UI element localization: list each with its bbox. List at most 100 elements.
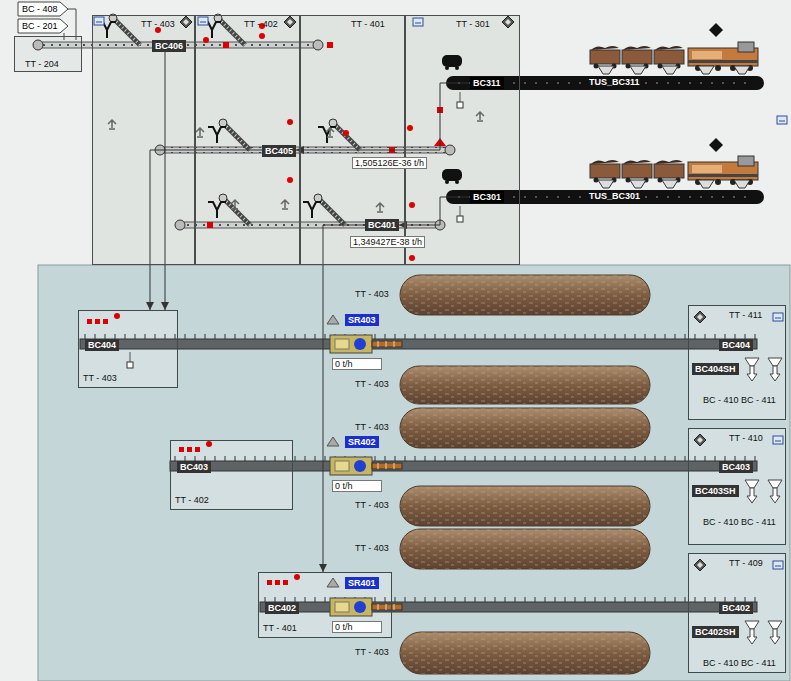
stacker-reclaimer xyxy=(330,335,402,353)
alarm-mark xyxy=(283,580,288,585)
pile-label: TT - 403 xyxy=(355,647,389,657)
belt-tag: BC404 xyxy=(719,339,753,351)
status-icon xyxy=(281,200,289,209)
belt-tag: BC403 xyxy=(719,461,753,473)
stockpile xyxy=(400,408,650,448)
pile-label: TT - 403 xyxy=(355,500,389,510)
discharge-chute xyxy=(768,480,782,503)
status-icon xyxy=(709,23,723,37)
alarm-mark xyxy=(267,580,272,585)
belt-tag: BC403SH xyxy=(692,485,739,497)
stacker-belt xyxy=(170,461,757,471)
status-icon xyxy=(284,16,296,28)
status-icon xyxy=(231,200,239,209)
transfer-line xyxy=(399,197,470,225)
train xyxy=(590,42,758,188)
status-icon xyxy=(376,203,384,212)
train xyxy=(698,180,714,188)
area-panel: TT - 204 xyxy=(14,36,82,72)
belt-tag: BC402 xyxy=(265,602,299,614)
stacker-belt xyxy=(80,334,757,339)
discharge-chute xyxy=(768,621,782,644)
yard-panel xyxy=(38,265,790,681)
stockpile xyxy=(400,632,650,674)
stacker-reclaimer xyxy=(327,578,339,587)
area-label: TT - 204 xyxy=(25,59,59,69)
status-icon xyxy=(457,92,463,108)
flow-value: 0 t/h xyxy=(332,358,382,370)
alarm-mark xyxy=(206,441,212,447)
status-icon xyxy=(326,128,334,137)
stockpile xyxy=(400,529,650,569)
heavy-belt xyxy=(446,76,764,204)
stockpile xyxy=(400,366,650,404)
alarm-mark xyxy=(275,580,280,585)
tripper-car xyxy=(318,119,360,150)
reclaimer-tag: SR403 xyxy=(345,314,379,326)
train xyxy=(622,160,652,183)
stockpile xyxy=(400,275,650,315)
status-icon xyxy=(180,16,192,28)
train xyxy=(630,180,646,188)
train-tag: TUS_BC301 xyxy=(586,190,643,202)
area-ground xyxy=(14,36,82,72)
transfer-box: TT - 411BC404BC404SHBC - 410BC - 411 xyxy=(688,305,786,420)
train xyxy=(662,66,678,74)
stockpile xyxy=(400,486,650,526)
status-icon xyxy=(502,16,514,28)
transfer-line xyxy=(296,83,470,150)
status-icon xyxy=(457,206,463,222)
status-icon xyxy=(773,436,783,444)
belt-tag-text: BC406 xyxy=(155,41,183,51)
status-icon xyxy=(442,169,462,184)
train xyxy=(590,46,620,69)
train xyxy=(662,180,678,188)
status-icon xyxy=(709,138,723,152)
alarm-mark xyxy=(87,319,92,324)
status-icon xyxy=(198,17,208,25)
belt-conveyor xyxy=(313,40,323,50)
stockpile xyxy=(400,632,650,674)
area-label: TT - 401 xyxy=(351,19,385,29)
train xyxy=(654,160,684,183)
alarm-mark xyxy=(287,119,293,125)
pile-label: TT - 403 xyxy=(355,289,389,299)
status-icon xyxy=(413,18,423,26)
alarm-mark xyxy=(187,447,192,452)
stockpile xyxy=(400,366,650,404)
heavy-belt xyxy=(446,76,764,90)
belt-tag-text: BC311 xyxy=(473,78,501,88)
discharge-chute xyxy=(768,358,782,381)
flow-value: 1,349427E-38 t/h xyxy=(350,236,425,248)
belt-tag: BC406 xyxy=(152,40,186,52)
stacker-reclaimer xyxy=(327,315,402,616)
status-icon xyxy=(196,128,204,137)
area-label: TT - 401 xyxy=(263,623,297,633)
transfer-line xyxy=(150,150,262,310)
alarm-mark xyxy=(327,42,333,48)
transfer-box: BC404TT - 403 xyxy=(78,310,178,388)
status-icon xyxy=(94,16,787,571)
train xyxy=(698,66,714,74)
area-label: TT - 402 xyxy=(175,495,209,505)
box-ground xyxy=(688,305,786,420)
area-label: TT - 410 xyxy=(729,433,763,443)
tripper-car xyxy=(303,194,345,225)
area-label: BC - 410 xyxy=(703,658,739,668)
discharge-chute xyxy=(745,358,759,381)
belt-conveyor xyxy=(445,145,455,155)
feed-arrow xyxy=(18,2,68,16)
alarm-mark xyxy=(114,313,120,319)
stockpile xyxy=(400,275,650,315)
area-panel: TT - 401BC401 xyxy=(300,15,405,265)
train xyxy=(654,46,684,69)
tripper-car xyxy=(208,119,250,150)
belt-conveyor xyxy=(33,40,455,230)
belt-tag: BC311 xyxy=(470,77,504,89)
alarm-mark xyxy=(103,319,108,324)
train xyxy=(598,66,614,74)
alarm-mark xyxy=(409,202,415,208)
alarm-mark xyxy=(95,319,100,324)
